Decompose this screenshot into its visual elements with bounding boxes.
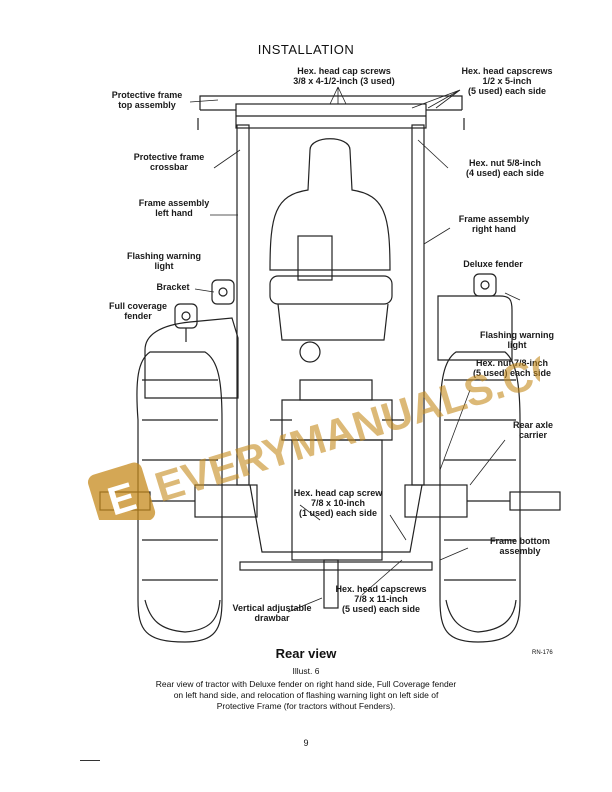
label-drawbar: Vertical adjustable drawbar: [232, 603, 312, 623]
leader-lines: [189, 86, 521, 613]
operator-seat: [269, 138, 393, 363]
label-center-screw: Hex. head cap screw 7/8 x 10-inch (1 use…: [293, 488, 383, 518]
figure-caption: Rear view of tractor with Deluxe fender …: [155, 679, 457, 711]
drawing-code: RN-176: [532, 650, 553, 656]
flashing-warning-light-bracket: [211, 279, 235, 305]
deluxe-fender: [437, 295, 513, 361]
label-top-right-screws: Hex. head capscrews 1/2 x 5-inch (5 used…: [461, 66, 553, 96]
label-frame-left: Frame assembly left hand: [138, 198, 210, 218]
label-frame-crossbar: Protective frame crossbar: [133, 152, 205, 172]
left-rear-tire: [136, 351, 223, 643]
page-number: 9: [303, 738, 309, 748]
right-rear-tire: [439, 351, 521, 643]
illustration-number: Illust. 6: [292, 666, 320, 676]
protective-frame: [197, 95, 465, 486]
label-bracket: Bracket: [156, 282, 190, 292]
label-flashing-light-right: Flashing warning light: [479, 330, 554, 350]
flashing-warning-light-left: [174, 303, 198, 342]
label-full-coverage-fender: Full coverage fender: [108, 301, 168, 321]
label-frame-top: Protective frame top assembly: [111, 90, 183, 110]
full-coverage-fender: [144, 317, 239, 399]
flashing-warning-light-right: [473, 273, 497, 297]
label-top-screws: Hex. head cap screws 3/8 x 4-1/2-inch (3…: [293, 66, 395, 86]
page-heading: INSTALLATION: [257, 42, 355, 57]
footer-rule: [80, 760, 100, 761]
label-hex-nut-58: Hex. nut 5/8-inch (4 used) each side: [465, 158, 545, 178]
transmission-housing: [270, 379, 404, 561]
label-frame-bottom: Frame bottom assembly: [489, 536, 550, 556]
label-hex-nut-78: Hex. nut 7/8-inch (5 used) each side: [472, 358, 552, 378]
frame-bottom-assembly: [239, 484, 433, 609]
label-frame-right: Frame assembly right hand: [458, 214, 530, 234]
label-rear-axle-carrier: Rear axle carrier: [512, 420, 554, 440]
label-flashing-light-left: Flashing warning light: [126, 251, 201, 271]
view-title: Rear view: [275, 646, 337, 661]
label-bottom-screws: Hex. head capscrews 7/8 x 11-inch (5 use…: [335, 584, 427, 614]
label-deluxe-fender: Deluxe fender: [463, 259, 523, 269]
